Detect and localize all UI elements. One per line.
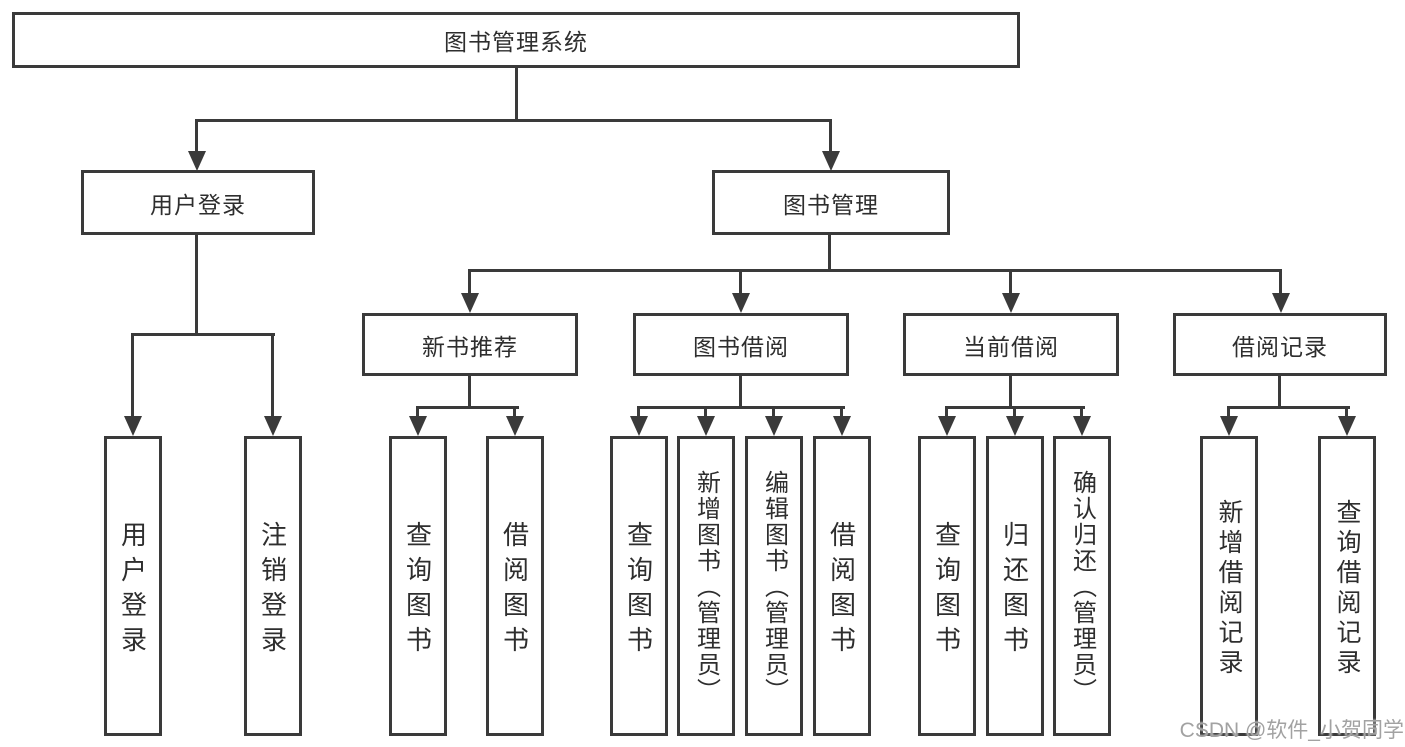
arrowhead-icon <box>188 151 206 171</box>
connector-line <box>739 376 742 409</box>
arrowhead-icon <box>938 416 956 436</box>
connector-line <box>840 406 843 418</box>
connector-line <box>515 67 518 119</box>
arrowhead-icon <box>461 293 479 313</box>
leaf-label: 编辑图书（管理员） <box>760 470 788 704</box>
arrowhead-icon <box>264 416 282 436</box>
leaf-logout: 注销登录 <box>244 436 302 736</box>
node-label: 图书借阅 <box>693 333 789 360</box>
connector-line <box>1009 376 1012 409</box>
connector-line <box>1013 406 1016 418</box>
leaf-label: 借阅图书 <box>499 520 530 661</box>
connector-line <box>131 333 275 336</box>
connector-line <box>468 269 1282 272</box>
leaf-label: 新增图书（管理员） <box>692 470 720 704</box>
leaf-query-borrow-record: 查询借阅记录 <box>1318 436 1376 736</box>
node-label: 图书管理 <box>783 191 879 218</box>
connector-line <box>1278 376 1281 409</box>
connector-line <box>195 235 198 336</box>
csdn-watermark: CSDN @软件_小贺同学 <box>1179 719 1404 742</box>
leaf-edit-book-admin: 编辑图书（管理员） <box>745 436 803 736</box>
connector-line <box>1227 406 1350 409</box>
arrowhead-icon <box>822 151 840 171</box>
connector-line <box>739 269 742 295</box>
connector-line <box>1279 269 1282 295</box>
leaf-label: 用户登录 <box>117 520 148 661</box>
connector-line <box>1009 269 1012 295</box>
node-library-management-system: 图书管理系统 <box>12 12 1020 68</box>
arrowhead-icon <box>409 416 427 436</box>
leaf-label: 确认归还（管理员） <box>1068 470 1096 704</box>
node-book-management: 图书管理 <box>712 170 950 235</box>
connector-line <box>637 406 640 418</box>
leaf-query-book-recommend: 查询图书 <box>389 436 447 736</box>
arrowhead-icon <box>124 416 142 436</box>
leaf-return-book: 归还图书 <box>986 436 1044 736</box>
connector-line <box>772 406 775 418</box>
connector-line <box>829 119 832 153</box>
node-label: 用户登录 <box>150 191 246 218</box>
connector-line <box>195 119 198 153</box>
leaf-label: 查询借阅记录 <box>1333 498 1361 679</box>
leaf-label: 归还图书 <box>999 520 1030 661</box>
leaf-query-book-current: 查询图书 <box>918 436 976 736</box>
node-label: 新书推荐 <box>422 333 518 360</box>
leaf-label: 查询图书 <box>402 520 433 661</box>
node-borrowing-records: 借阅记录 <box>1173 313 1387 376</box>
node-book-borrowing: 图书借阅 <box>633 313 849 376</box>
arrowhead-icon <box>1002 293 1020 313</box>
leaf-label: 查询图书 <box>623 520 654 661</box>
connector-line <box>637 406 845 409</box>
arrowhead-icon <box>1073 416 1091 436</box>
leaf-confirm-return-admin: 确认归还（管理员） <box>1053 436 1111 736</box>
leaf-add-book-admin: 新增图书（管理员） <box>677 436 735 736</box>
connector-line <box>271 333 274 417</box>
leaf-label: 借阅图书 <box>826 520 857 661</box>
node-current-borrowing: 当前借阅 <box>903 313 1119 376</box>
connector-line <box>513 406 516 418</box>
connector-line <box>468 376 471 409</box>
connector-line <box>416 406 519 409</box>
connector-line <box>945 406 948 418</box>
connector-line <box>195 119 832 122</box>
connector-line <box>1345 406 1348 418</box>
arrowhead-icon <box>1338 416 1356 436</box>
node-label: 借阅记录 <box>1232 333 1328 360</box>
arrowhead-icon <box>1272 293 1290 313</box>
node-label: 图书管理系统 <box>444 29 588 55</box>
arrowhead-icon <box>765 416 783 436</box>
leaf-label: 注销登录 <box>257 520 288 661</box>
node-user-login: 用户登录 <box>81 170 315 235</box>
arrowhead-icon <box>1220 416 1238 436</box>
connector-line <box>1227 406 1230 418</box>
arrowhead-icon <box>833 416 851 436</box>
connector-line <box>416 406 419 418</box>
connector-line <box>828 235 831 272</box>
leaf-user-login: 用户登录 <box>104 436 162 736</box>
arrowhead-icon <box>630 416 648 436</box>
leaf-query-book-borrowing: 查询图书 <box>610 436 668 736</box>
arrowhead-icon <box>1006 416 1024 436</box>
connector-line <box>131 333 134 417</box>
leaf-add-borrow-record: 新增借阅记录 <box>1200 436 1258 736</box>
arrowhead-icon <box>506 416 524 436</box>
connector-line <box>704 406 707 418</box>
node-label: 当前借阅 <box>963 333 1059 360</box>
connector-line <box>468 269 471 295</box>
leaf-label: 新增借阅记录 <box>1215 498 1243 679</box>
node-new-book-recommendation: 新书推荐 <box>362 313 578 376</box>
connector-line <box>1080 406 1083 418</box>
leaf-borrow-book: 借阅图书 <box>813 436 871 736</box>
arrowhead-icon <box>732 293 750 313</box>
leaf-label: 查询图书 <box>931 520 962 661</box>
leaf-borrow-book-recommend: 借阅图书 <box>486 436 544 736</box>
arrowhead-icon <box>697 416 715 436</box>
